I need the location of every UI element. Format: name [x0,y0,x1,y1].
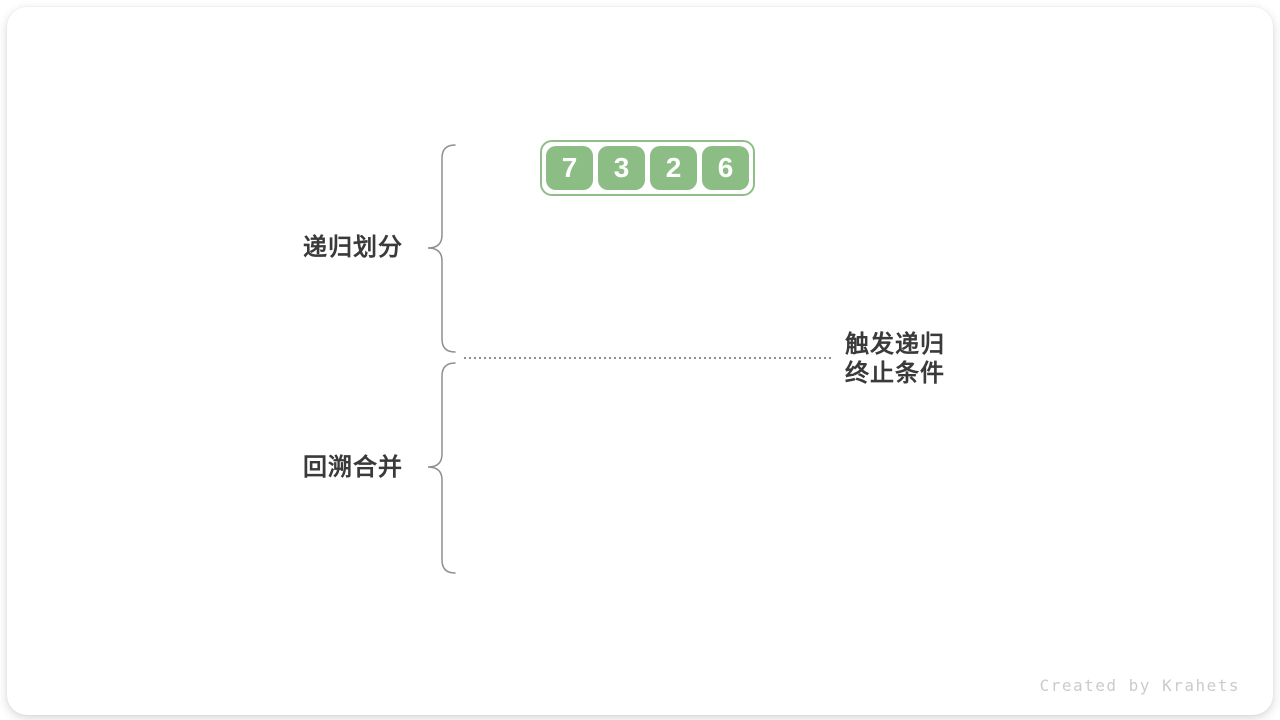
dotted-divider-line [464,357,833,359]
label-termination-line2: 终止条件 [845,360,945,387]
label-backtrack-merge: 回溯合并 [303,454,403,481]
label-termination-line1: 触发递归 [845,331,945,358]
array-cell: 7 [546,146,593,190]
array-cell: 2 [650,146,697,190]
label-recursive-partition: 递归划分 [303,234,403,261]
array-cell: 3 [598,146,645,190]
watermark-credit: Created by Krahets [1039,676,1240,695]
label-termination-condition: 触发递归 终止条件 [845,330,945,388]
array-container: 7 3 2 6 [540,140,755,196]
curly-braces-icon [427,144,456,574]
diagram-card: 7 3 2 6 递归划分 回溯合并 触发递归 终止条件 Created by K… [7,7,1273,715]
array-cell: 6 [702,146,749,190]
